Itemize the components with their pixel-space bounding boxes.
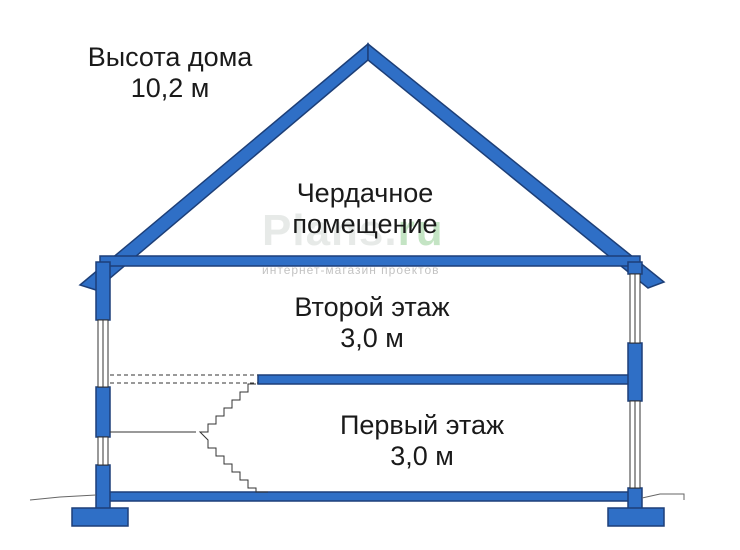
watermark-tagline: интернет-магазин проектов [262, 263, 440, 277]
first-floor-height: 3,0 м [390, 441, 454, 471]
house-height-label: Высота дома 10,2 м [62, 42, 278, 104]
attic-label: Чердачное помещение [260, 178, 470, 240]
right-foundation [607, 507, 665, 527]
right-wall-bottom [627, 487, 643, 511]
attic-floor-slab [99, 255, 641, 267]
second-floor-title: Второй этаж [294, 292, 450, 322]
first-floor-label: Первый этаж 3,0 м [312, 410, 532, 472]
roof-right-slope [367, 42, 666, 289]
right-wall-middle [627, 342, 643, 402]
second-floor-slab [257, 374, 639, 385]
first-floor-title: Первый этаж [339, 410, 505, 440]
watermark-logo: Plans.ru [262, 206, 444, 256]
first-floor-slab [99, 491, 633, 502]
watermark-logo-suffix: ru [397, 206, 444, 255]
second-floor-height: 3,0 м [340, 323, 404, 353]
left-wall-bottom [95, 464, 111, 511]
attic-label-line2: помещение [292, 209, 438, 239]
left-wall-top [95, 261, 111, 321]
left-foundation [71, 507, 129, 527]
house-height-title: Высота дома [87, 42, 253, 72]
attic-label-line1: Чердачное [296, 178, 434, 208]
right-wall-top [627, 261, 643, 275]
second-floor-label: Второй этаж 3,0 м [262, 292, 482, 354]
left-wall-middle [95, 386, 111, 438]
staircase [198, 383, 268, 493]
watermark-logo-main: Plans. [262, 206, 398, 255]
stair-opening-dashed [110, 374, 258, 384]
ground-line [29, 493, 685, 501]
house-height-value: 10,2 м [130, 73, 210, 103]
